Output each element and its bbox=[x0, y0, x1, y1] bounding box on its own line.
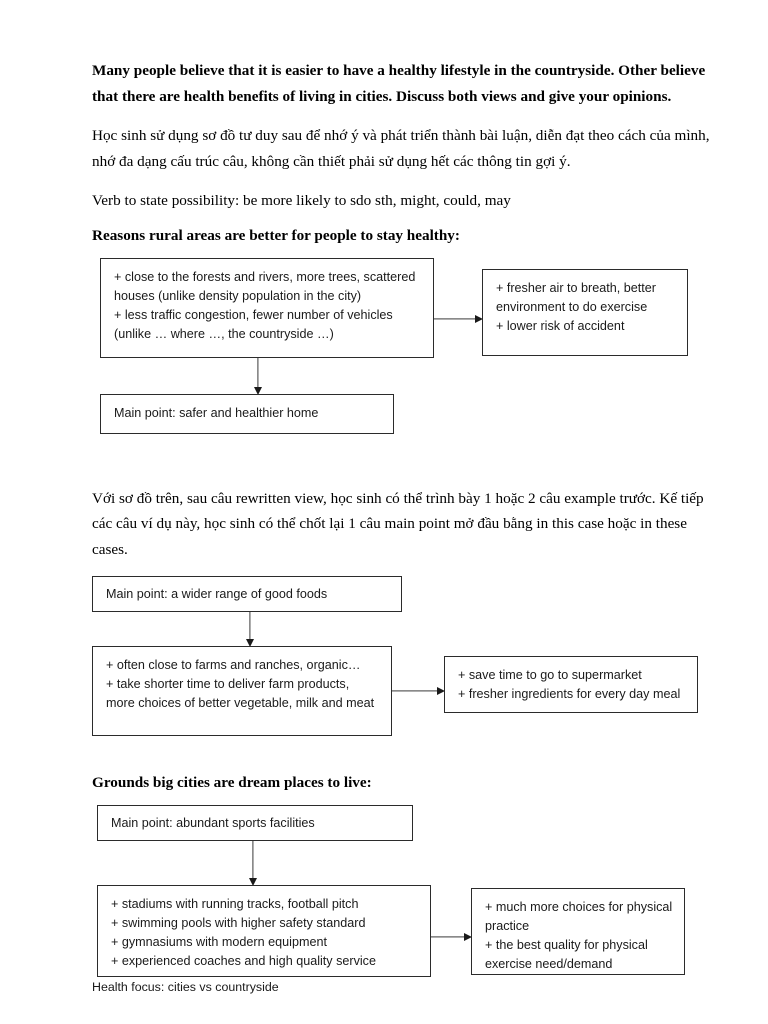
diagram-group-good-foods: Main point: a wider range of good foods … bbox=[92, 576, 712, 739]
arrow-head bbox=[249, 878, 257, 886]
result-box-food-benefits: + save time to go to supermarket + fresh… bbox=[444, 656, 698, 713]
grammar-note: Verb to state possibility: be more likel… bbox=[92, 192, 511, 209]
detail-line: + take shorter time to deliver farm prod… bbox=[106, 677, 375, 710]
arrow-head bbox=[437, 687, 445, 695]
arrow-shaft bbox=[257, 357, 259, 387]
section-heading-rural: Reasons rural areas are better for peopl… bbox=[92, 226, 460, 244]
detail-line: + experienced coaches and high quality s… bbox=[111, 954, 376, 968]
detail-line: + stadiums with running tracks, football… bbox=[111, 897, 359, 911]
arrow-shaft bbox=[431, 936, 464, 938]
detail-line: + often close to farms and ranches, orga… bbox=[106, 658, 361, 672]
arrow-shaft bbox=[434, 317, 475, 320]
arrow-sports-to-benefits bbox=[431, 931, 472, 943]
result-line: + fresher ingredients for every day meal bbox=[458, 687, 681, 701]
arrow-head bbox=[464, 933, 472, 941]
arrow-rural-to-benefits bbox=[434, 313, 483, 325]
main-point-text: Main point: safer and healthier home bbox=[114, 406, 319, 420]
result-line: + lower risk of accident bbox=[496, 318, 625, 333]
detail-line: + less traffic congestion, fewer number … bbox=[114, 307, 393, 322]
arrow-shaft bbox=[249, 612, 251, 639]
section-heading-cities: Grounds big cities are dream places to l… bbox=[92, 774, 372, 791]
detail-line: + close to the forests and rivers, more … bbox=[114, 269, 416, 303]
detail-line: + gymnasiums with modern equipment bbox=[111, 935, 327, 949]
diagram-group-rural-health: + close to the forests and rivers, more … bbox=[92, 257, 712, 448]
main-point-text: Main point: abundant sports facilities bbox=[111, 815, 315, 830]
essay-prompt: Many people believe that it is easier to… bbox=[92, 62, 706, 105]
diagram-group-sports-facilities: Main point: abundant sports facilities +… bbox=[92, 805, 712, 980]
arrow-shaft bbox=[392, 690, 437, 692]
arrow-head bbox=[246, 639, 254, 647]
instruction-vietnamese: Học sinh sử dụng sơ đồ tư duy sau để nhớ… bbox=[92, 127, 710, 170]
arrow-sports-main-to-detail bbox=[247, 841, 259, 886]
mid-note-vietnamese: Với sơ đồ trên, sau câu rewritten view, … bbox=[92, 489, 704, 558]
main-point-box-sports-facilities: Main point: abundant sports facilities bbox=[97, 805, 413, 841]
arrow-rural-to-main-point bbox=[252, 357, 264, 395]
detail-box-farm-products: + often close to farms and ranches, orga… bbox=[92, 646, 392, 736]
document-body: Many people believe that it is easier to… bbox=[92, 58, 712, 980]
detail-box-rural-environment: + close to the forests and rivers, more … bbox=[100, 257, 434, 358]
result-line: + save time to go to supermarket bbox=[458, 668, 642, 682]
main-point-box-safer-home: Main point: safer and healthier home bbox=[100, 393, 394, 434]
detail-line: (unlike … where …, the countryside …) bbox=[114, 326, 334, 341]
arrow-shaft bbox=[252, 841, 254, 878]
result-box-physical-practice: + much more choices for physical practic… bbox=[471, 888, 685, 975]
arrow-foods-to-benefits bbox=[392, 685, 445, 697]
result-line: + fresher air to breath, better environm… bbox=[496, 280, 656, 314]
main-point-box-good-foods: Main point: a wider range of good foods bbox=[92, 576, 402, 612]
arrow-head bbox=[254, 386, 262, 395]
footer-note: Health focus: cities vs countryside bbox=[92, 980, 279, 994]
result-line: + the best quality for physical exercise… bbox=[485, 938, 648, 971]
arrow-foods-main-to-detail bbox=[244, 612, 256, 647]
result-line: + much more choices for physical practic… bbox=[485, 900, 673, 933]
detail-line: + swimming pools with higher safety stan… bbox=[111, 916, 366, 930]
arrow-head bbox=[475, 314, 483, 323]
main-point-text: Main point: a wider range of good foods bbox=[106, 586, 328, 601]
detail-box-sports-venues: + stadiums with running tracks, football… bbox=[97, 885, 431, 977]
result-box-rural-benefits: + fresher air to breath, better environm… bbox=[482, 268, 688, 356]
